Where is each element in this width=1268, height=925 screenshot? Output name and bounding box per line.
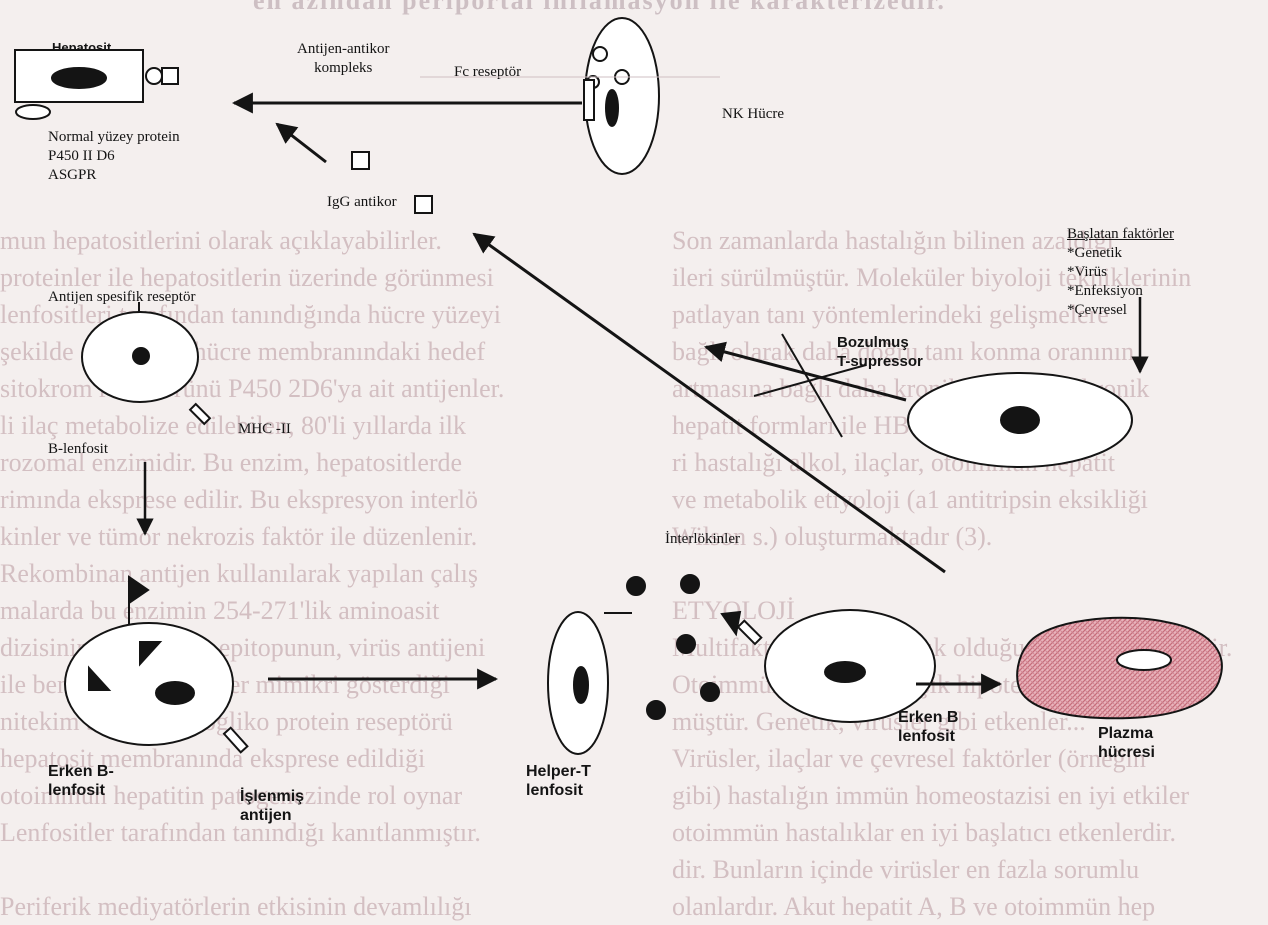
early-b-left-receptor [129,577,148,603]
plasma-cell [1017,618,1222,718]
interleukin-dot [681,575,699,593]
hepatocyte-nucleus [52,68,106,88]
processed-antigen-marker [224,728,247,753]
igg-antibody-square-2 [415,196,432,213]
arrow-helper-t-to-hepatocyte [474,234,945,572]
b-lymphocyte-nucleus [133,348,149,364]
interleukin-dot [647,701,665,719]
interleukin-dot [701,683,719,701]
plasma-cell-nucleus [1117,650,1171,670]
hepatocyte-surface-receptor-circle [146,68,162,84]
early-b-left-nucleus [156,682,194,704]
hepatocyte-bud [16,105,50,119]
background-text-line: Periferik mediyatörlerin etkisinin devam… [0,888,652,925]
interleukin-dot [677,635,695,653]
immunology-diagram [0,0,1268,889]
t-suppressor-nucleus [1001,407,1039,433]
helper-t-nucleus [574,667,588,703]
arrow-igg-to-hepatocyte [277,124,326,162]
nk-nucleus [606,90,618,126]
interleukin-dot [627,577,645,595]
early-b-right-antigen-marker [738,621,761,644]
igg-antibody-square-1 [352,152,369,169]
early-b-right-receptor [722,612,740,634]
early-b-right-nucleus [825,662,865,682]
nk-granule [593,47,607,61]
mhc-ii-marker [190,404,210,424]
cross-mark [754,365,866,396]
fc-receptor-shape [584,80,594,120]
hepatocyte-surface-receptor-square [162,68,178,84]
nk-cell [585,18,659,174]
background-text-line: olanlardır. Akut hepatit A, B ve otoimmü… [672,888,1268,925]
